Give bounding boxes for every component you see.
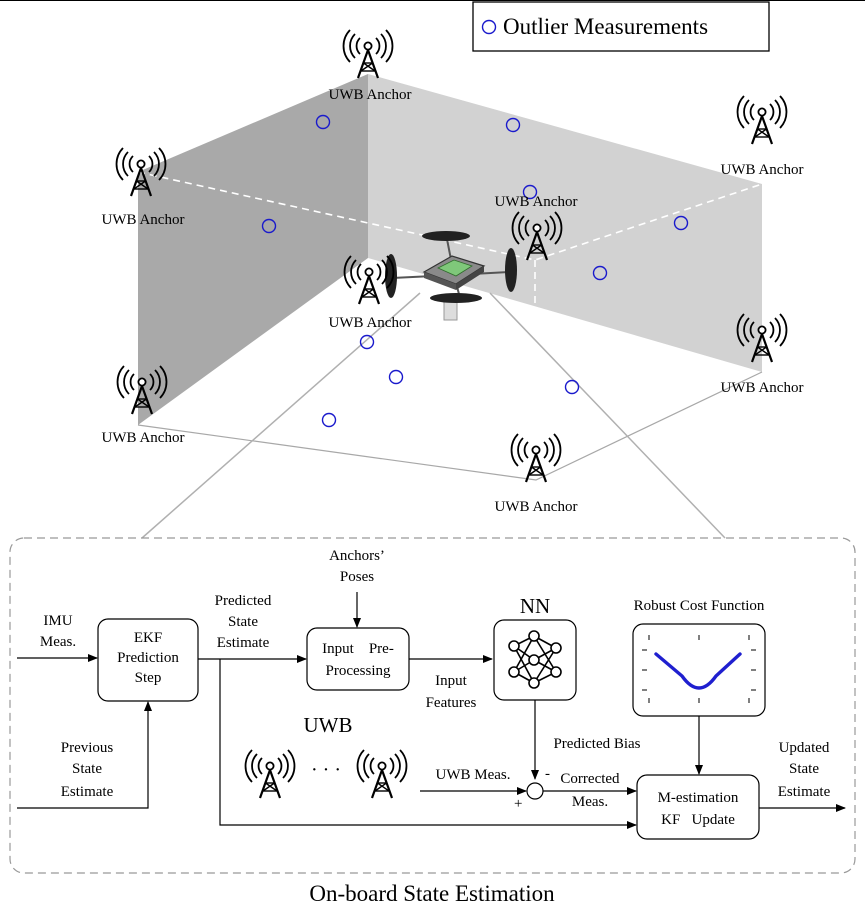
robust-cost-title: Robust Cost Function xyxy=(634,598,765,614)
imu-label-line1: IMU xyxy=(43,613,72,629)
scene: UWB Anchor UWB Anchor UWB Anchor UWB Anc… xyxy=(0,0,865,539)
updated-state-line1: Updated xyxy=(779,740,830,756)
m-estimation-label-line2: KF Update xyxy=(661,812,735,828)
anchor-label: UWB Anchor xyxy=(495,194,578,210)
corrected-meas-line1: Corrected xyxy=(560,771,620,787)
imu-label-line2: Meas. xyxy=(40,634,76,650)
robust-cost-curve-icon xyxy=(642,635,756,703)
previous-state-arrow xyxy=(17,701,152,809)
outlier-marker xyxy=(321,412,337,428)
ceiling-diagonal xyxy=(137,171,763,261)
left-wall xyxy=(138,74,368,425)
outlier-marker xyxy=(592,265,608,281)
anchor-drone-side: UWB Anchor xyxy=(329,254,412,331)
ekf-label-line2: Prediction xyxy=(117,650,179,666)
minus-sign: - xyxy=(545,766,550,782)
zoom-guide-left xyxy=(141,292,421,539)
anchor-center: UWB Anchor xyxy=(495,194,578,262)
summation-junction xyxy=(526,782,544,800)
anchors-poses-line2: Poses xyxy=(340,569,374,585)
onboard-frame xyxy=(9,537,856,874)
updated-state-line2: State xyxy=(789,761,819,777)
outlier-marker xyxy=(522,184,538,200)
previous-state-line2: State xyxy=(72,761,102,777)
uwb-tower-icon xyxy=(510,432,562,484)
outlier-marker xyxy=(673,215,689,231)
zoom-guide-right xyxy=(489,292,726,539)
anchor-label: UWB Anchor xyxy=(329,87,412,103)
propeller-icon xyxy=(505,248,517,292)
legend-box xyxy=(472,1,770,52)
anchor-bottom-right: UWB Anchor xyxy=(721,312,804,396)
uwb-tower-icon xyxy=(342,28,394,80)
outlier-marker xyxy=(261,218,277,234)
input-features-line2: Features xyxy=(426,695,477,711)
previous-state-line3: Estimate xyxy=(61,784,114,800)
input-preprocessing-block xyxy=(306,627,410,691)
uwb-group-title: UWB xyxy=(304,713,353,737)
anchor-label: UWB Anchor xyxy=(102,430,185,446)
predicted-state-line3: Estimate xyxy=(217,635,270,651)
propeller-icon xyxy=(430,293,482,303)
propeller-icon xyxy=(422,231,470,241)
uwb-tower-icon xyxy=(356,748,408,800)
outlier-marker xyxy=(564,379,580,395)
plus-sign: + xyxy=(514,796,522,812)
diagram-caption: On-board State Estimation xyxy=(309,881,555,906)
ekf-label-line1: EKF xyxy=(134,630,162,646)
predicted-bias-label: Predicted Bias xyxy=(553,736,640,752)
ekf-label-line3: Step xyxy=(135,670,162,686)
updated-state-line3: Estimate xyxy=(778,784,831,800)
uwb-tower-icon xyxy=(736,94,788,146)
preprocessing-label-line1: Input Pre- xyxy=(322,641,394,657)
predicted-state-line2: State xyxy=(228,614,258,630)
anchor-label: UWB Anchor xyxy=(329,315,412,331)
anchor-bottom-center: UWB Anchor xyxy=(495,432,578,515)
preprocessing-label-line2: Processing xyxy=(326,663,391,679)
uwb-ellipsis: · · · xyxy=(311,759,341,781)
anchor-bottom-left: UWB Anchor xyxy=(102,364,185,446)
outlier-marker xyxy=(388,369,404,385)
back-wall xyxy=(368,74,762,372)
input-features-line1: Input xyxy=(435,673,467,689)
anchor-label: UWB Anchor xyxy=(721,162,804,178)
m-estimation-label-line1: M-estimation xyxy=(658,790,739,806)
anchor-label: UWB Anchor xyxy=(102,212,185,228)
legend-label: Outlier Measurements xyxy=(503,14,708,39)
previous-state-line1: Previous xyxy=(61,740,114,756)
anchor-top-right: UWB Anchor xyxy=(721,94,804,178)
anchor-label: UWB Anchor xyxy=(495,499,578,515)
legend: Outlier Measurements xyxy=(472,1,770,52)
nn-title: NN xyxy=(520,594,550,618)
anchor-nw: UWB Anchor xyxy=(329,28,412,103)
outlier-marker xyxy=(505,117,521,133)
outlier-markers xyxy=(261,114,689,428)
outlier-marker xyxy=(359,334,375,350)
anchor-label: UWB Anchor xyxy=(721,380,804,396)
floor-edge xyxy=(137,371,763,481)
neural-network-icon xyxy=(508,630,562,689)
m-estimation-block xyxy=(636,774,760,840)
block-diagram: On-board State Estimation IMU Meas. EKF … xyxy=(9,537,856,906)
anchors-poses-line1: Anchors’ xyxy=(329,548,385,564)
predicted-state-to-update-arrow xyxy=(219,659,637,829)
uwb-tower-icon xyxy=(244,748,296,800)
corrected-meas-line2: Meas. xyxy=(572,794,608,810)
outlier-marker xyxy=(315,114,331,130)
predicted-state-line1: Predicted xyxy=(215,593,272,609)
outlier-marker-icon xyxy=(481,19,497,35)
uwb-meas-label: UWB Meas. xyxy=(436,767,511,783)
anchor-top-left: UWB Anchor xyxy=(102,146,185,228)
